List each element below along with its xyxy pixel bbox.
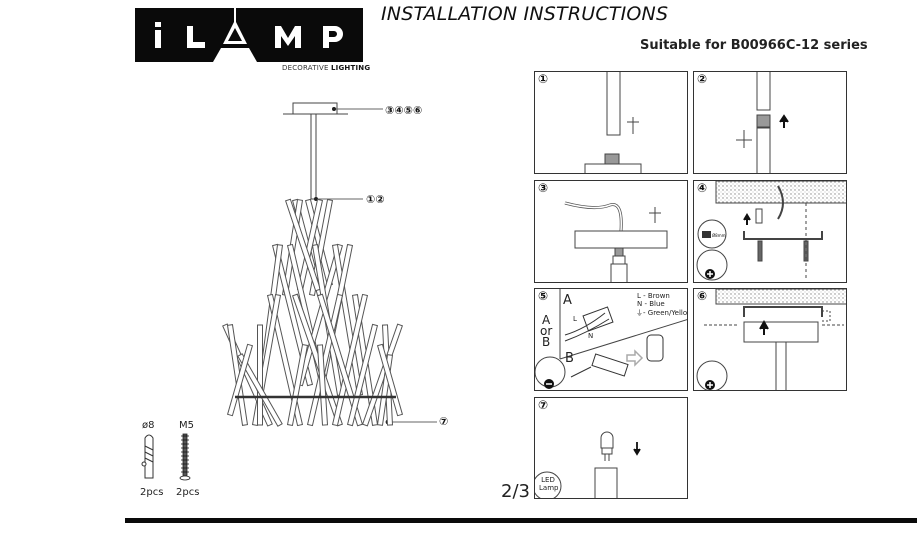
- down-arrow-icon: [633, 442, 641, 456]
- step-3-illustration: [564, 201, 668, 282]
- callout-steps-3-6: ③④⑤⑥: [385, 104, 423, 117]
- led-bulb-icon: [600, 431, 614, 449]
- wire-l-label: L: [573, 315, 577, 323]
- tagline-bold: LIGHTING: [331, 64, 371, 72]
- step-number: ①: [538, 72, 549, 86]
- glass-rod: [226, 343, 254, 417]
- up-arrow-icon: [759, 319, 769, 335]
- wire-code: L: [637, 292, 641, 300]
- glass-rod: [286, 343, 309, 427]
- glass-rod: [257, 324, 263, 426]
- right-arrow-icon: [626, 349, 644, 367]
- step-7-illustration: [535, 431, 641, 498]
- chandelier-diagram: [222, 102, 437, 427]
- step-4-panel: ④ Ø8mm: [693, 180, 847, 283]
- step-2-illustration: [736, 72, 789, 173]
- option-a-label: A: [563, 293, 572, 308]
- step-3-panel: ③: [534, 180, 688, 283]
- glass-rod: [376, 343, 404, 417]
- step-4-illustration: Ø8mm: [696, 181, 846, 281]
- wall-plug-icon: [141, 434, 154, 479]
- option-b-label: B: [565, 351, 574, 366]
- callout-steps-1-2: ①②: [366, 193, 385, 206]
- wire-color: Brown: [647, 292, 670, 300]
- step-7-panel: ⑦ LED Lamp: [534, 397, 688, 499]
- wire-legend-earth: ⏚- Green/Yellow: [636, 308, 688, 318]
- wall-plug-qty: 2pcs: [140, 487, 164, 498]
- earth-icon: ⏚: [636, 309, 643, 317]
- canopy: [292, 102, 338, 115]
- step-number: ⑥: [697, 289, 708, 303]
- step-1-illustration: [584, 72, 642, 173]
- step-6-panel: ⑥: [693, 288, 847, 391]
- up-arrow-icon: [743, 213, 751, 225]
- step-5-illustration: [535, 289, 687, 389]
- glass-rods: [222, 198, 404, 427]
- terminal-block-b: [570, 334, 664, 378]
- up-arrow-icon: [779, 114, 789, 128]
- model-subtitle: Suitable for B00966C-12 series: [640, 38, 868, 53]
- logo-lettering: [155, 8, 343, 62]
- screw-qty: 2pcs: [176, 487, 200, 498]
- glass-rod: [237, 353, 283, 427]
- wire-n-label: N: [588, 332, 594, 340]
- option-a-or-b-label: A or B: [540, 313, 553, 349]
- glass-rod: [284, 198, 322, 292]
- step-number: ⑦: [538, 398, 549, 412]
- callout-step-7: ⑦: [439, 415, 449, 428]
- step-5-panel: ⑤ A A or B B L - Brown N - Blue ⏚- Green…: [534, 288, 688, 391]
- wire-legend-l: L - Brown: [637, 292, 670, 300]
- hardware-icons: [141, 433, 191, 481]
- terminal-block-a: [564, 306, 614, 342]
- brand-tagline: DECORATIVE LIGHTING: [282, 64, 370, 72]
- step-number: ②: [697, 72, 708, 86]
- wall-plug-spec: ø8: [142, 420, 155, 431]
- step-2-panel: ②: [693, 71, 847, 174]
- glass-rod: [346, 323, 379, 427]
- ceiling: [715, 289, 846, 305]
- suspension-rod: [310, 113, 317, 200]
- footer-rule: [125, 518, 917, 523]
- wire-color: Green/Yellow: [647, 309, 688, 317]
- step-number: ④: [697, 181, 708, 195]
- led-lamp-label: LED Lamp: [539, 476, 559, 492]
- screw-spec: M5: [179, 420, 194, 431]
- glass-rod: [308, 198, 334, 297]
- screw-icon: [179, 433, 191, 481]
- page-number: 2/3: [501, 481, 530, 502]
- step-number: ⑤: [538, 289, 549, 303]
- glass-rod: [316, 344, 329, 426]
- brand-logo: [135, 8, 363, 62]
- page-title: INSTALLATION INSTRUCTIONS: [381, 3, 669, 25]
- drill-size-label: Ø8mm: [712, 233, 726, 238]
- step-6-illustration: [696, 289, 846, 390]
- tagline-regular: DECORATIVE: [282, 64, 332, 72]
- glass-rod: [316, 293, 364, 427]
- step-1-panel: ①: [534, 71, 688, 174]
- wire-code: N: [637, 300, 643, 308]
- step-number: ③: [538, 181, 549, 195]
- wire-legend-n: N - Blue: [637, 300, 665, 308]
- wire-color: Blue: [649, 300, 665, 308]
- glass-rod: [331, 293, 369, 427]
